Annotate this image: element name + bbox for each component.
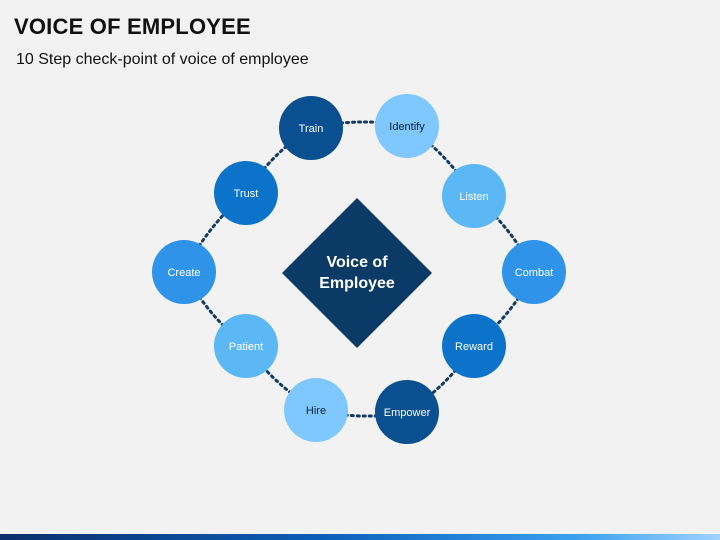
step-node-train: Train xyxy=(279,96,343,160)
center-diamond-shape xyxy=(282,198,432,348)
center-diamond: Voice of Employee xyxy=(282,198,432,348)
step-node-combat: Combat xyxy=(502,240,566,304)
step-node-reward: Reward xyxy=(442,314,506,378)
step-node-listen: Listen xyxy=(442,164,506,228)
step-circle xyxy=(375,380,439,444)
step-label: Identify xyxy=(389,121,425,133)
step-label: Create xyxy=(167,267,200,279)
step-node-create: Create xyxy=(152,240,216,304)
step-label: Trust xyxy=(234,188,259,200)
step-node-hire: Hire xyxy=(284,378,348,442)
step-label: Reward xyxy=(455,341,493,353)
step-circle xyxy=(375,94,439,158)
center-label-line1: Voice of xyxy=(326,254,388,271)
step-circle xyxy=(152,240,216,304)
step-node-empower: Empower xyxy=(375,380,439,444)
step-label: Empower xyxy=(384,407,431,419)
step-node-trust: Trust xyxy=(214,161,278,225)
step-node-patient: Patient xyxy=(214,314,278,378)
page-title: VOICE OF EMPLOYEE xyxy=(14,14,251,39)
step-circle xyxy=(284,378,348,442)
step-label: Combat xyxy=(515,267,554,279)
step-node-identify: Identify xyxy=(375,94,439,158)
center-label-line2: Employee xyxy=(319,275,395,292)
step-circle xyxy=(214,314,278,378)
step-circle xyxy=(442,314,506,378)
step-label: Train xyxy=(299,123,324,135)
step-circle xyxy=(214,161,278,225)
step-label: Listen xyxy=(459,191,488,203)
dotted-connector xyxy=(472,194,536,274)
page-subtitle: 10 Step check-point of voice of employee xyxy=(16,51,309,68)
dotted-connector xyxy=(405,124,476,198)
step-label: Hire xyxy=(306,405,326,417)
step-circle xyxy=(442,164,506,228)
step-circle xyxy=(279,96,343,160)
step-label: Patient xyxy=(229,341,263,353)
bottom-accent-bar xyxy=(0,534,720,540)
step-circle xyxy=(502,240,566,304)
